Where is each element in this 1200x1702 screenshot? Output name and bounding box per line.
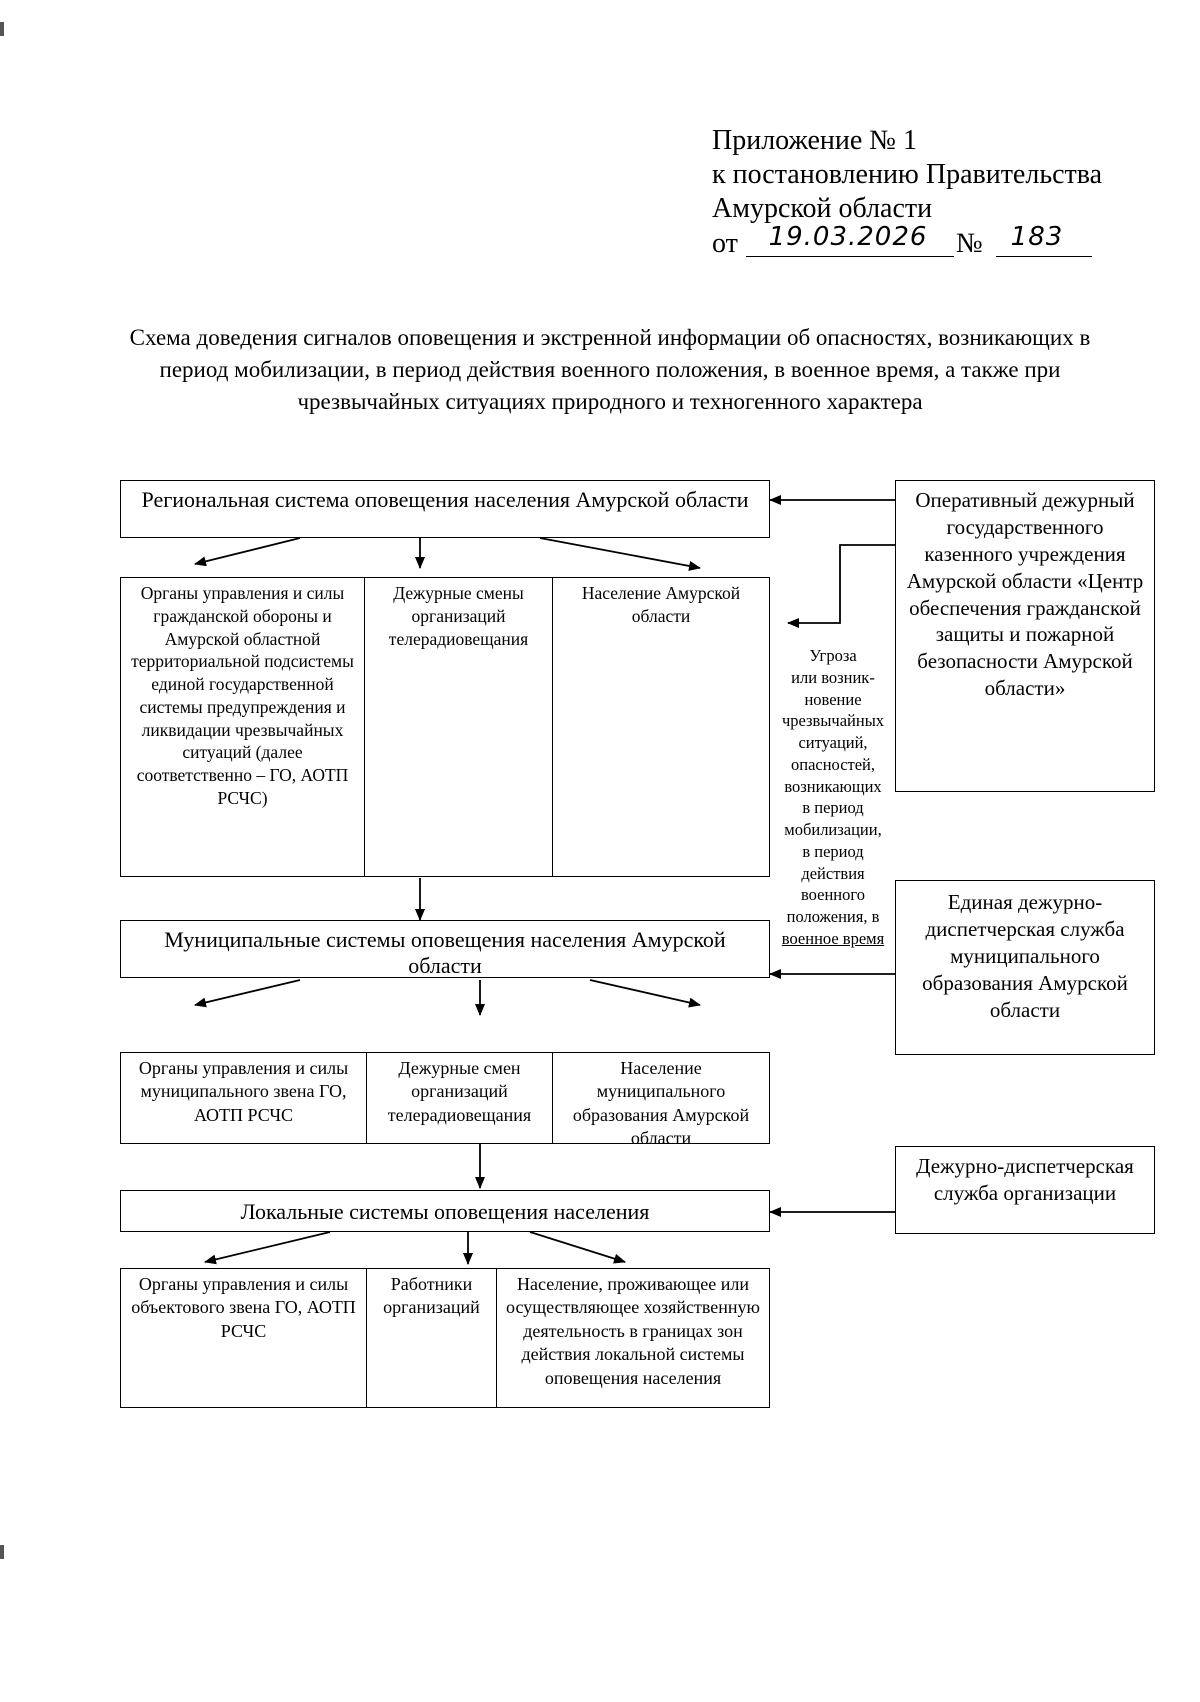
local-cell-go-forces: Органы управления и силы объектового зве… (121, 1269, 367, 1407)
date-value: 19.03.2026 (768, 222, 928, 252)
number-prefix: № (956, 228, 983, 259)
municipal-cell-go-forces: Органы управления и силы муниципального … (121, 1053, 367, 1143)
date-number-line: от 19.03.2026 № 183 (712, 222, 1092, 262)
decree-line: к постановлению Правительства (712, 159, 1103, 190)
date-prefix: от (712, 228, 738, 259)
local-cell-workers: Работники организаций (367, 1269, 497, 1407)
threat-line: Угроза (809, 646, 857, 665)
threat-line: ситуаций, (798, 733, 868, 753)
org-dispatch-box: Дежурно-диспетчерская служба организации (895, 1146, 1155, 1234)
regional-system-label: Региональная система оповещения населени… (141, 487, 749, 512)
arrow-municipal-to-cell-3 (589, 979, 701, 1008)
arrow-org-dispatch-to-local (769, 1207, 898, 1222)
threat-line: чрезвычайных (781, 711, 885, 731)
municipal-system-box: Муниципальные системы оповещения населен… (120, 920, 770, 978)
diagram-title: Схема доведения сигналов оповещения и эк… (129, 325, 1091, 415)
local-recipients-row: Органы управления и силы объектового зве… (120, 1268, 770, 1408)
municipal-recipients-row: Органы управления и силы муниципального … (120, 1052, 770, 1149)
arrow-local-to-cell-1 (204, 1231, 331, 1265)
scan-edge-mark (0, 1545, 4, 1559)
local-system-box: Локальные системы оповещения населения (120, 1190, 770, 1232)
local-cell-population: Население, проживающее или осуществляюще… (506, 1274, 760, 1388)
eddc-box: Единая дежурно-диспетчерская служба муни… (895, 880, 1155, 1055)
threat-line: военное время (781, 928, 885, 948)
threat-line: опасностей, (790, 754, 876, 774)
arrow-local-to-cell-3 (529, 1231, 626, 1264)
regional-cell-broadcasters: Дежурные смены организаций телерадиовеща… (365, 578, 553, 876)
regional-cell-population: Население Амурской области (581, 583, 741, 626)
operational-duty-label: Оперативный дежурный государственного ка… (906, 488, 1144, 701)
threat-line: мобилизации, (784, 820, 882, 840)
threat-line: в период (802, 841, 864, 861)
number-value: 183 (1010, 222, 1064, 252)
municipal-system-label: Муниципальные системы оповещения населен… (164, 927, 726, 979)
regional-system-box: Региональная система оповещения населени… (120, 480, 770, 538)
threat-line: военного (801, 885, 865, 905)
appendix-label: Приложение № 1 (712, 125, 917, 156)
threat-note: Угроза или возник- новение чрезвычайных … (763, 645, 903, 950)
threat-line: возникающих (784, 776, 882, 796)
date-underline (746, 256, 954, 257)
org-dispatch-label: Дежурно-диспетчерская служба организации (916, 1154, 1134, 1205)
threat-line: или возник- (791, 667, 875, 687)
arrow-municipal-to-cell-1 (194, 979, 301, 1008)
arrow-regional-to-cell-3 (539, 537, 701, 571)
arrow-operational-branch (787, 544, 895, 628)
threat-line: действия (801, 863, 865, 883)
threat-line: новение (804, 689, 862, 709)
arrow-regional-to-cell-1 (194, 537, 301, 567)
eddc-label: Единая дежурно-диспетчерская служба муни… (922, 890, 1128, 1022)
municipal-cell-population: Население муниципального образования Аму… (572, 1058, 750, 1149)
threat-line: положения, в (786, 907, 880, 927)
local-system-label: Локальные системы оповещения населения (240, 1199, 650, 1224)
number-underline (996, 256, 1092, 257)
threat-line: в период (802, 798, 864, 818)
regional-recipients-row: Органы управления и силы гражданской обо… (120, 577, 770, 877)
operational-duty-box: Оперативный дежурный государственного ка… (895, 480, 1155, 792)
scan-edge-mark (0, 22, 4, 36)
regional-cell-go-forces: Органы управления и силы гражданской обо… (121, 578, 365, 876)
municipal-cell-broadcasters: Дежурные смен организаций телерадиовещан… (367, 1053, 553, 1143)
region-line: Амурской области (712, 193, 933, 224)
arrow-eddc-to-municipal (769, 960, 898, 979)
